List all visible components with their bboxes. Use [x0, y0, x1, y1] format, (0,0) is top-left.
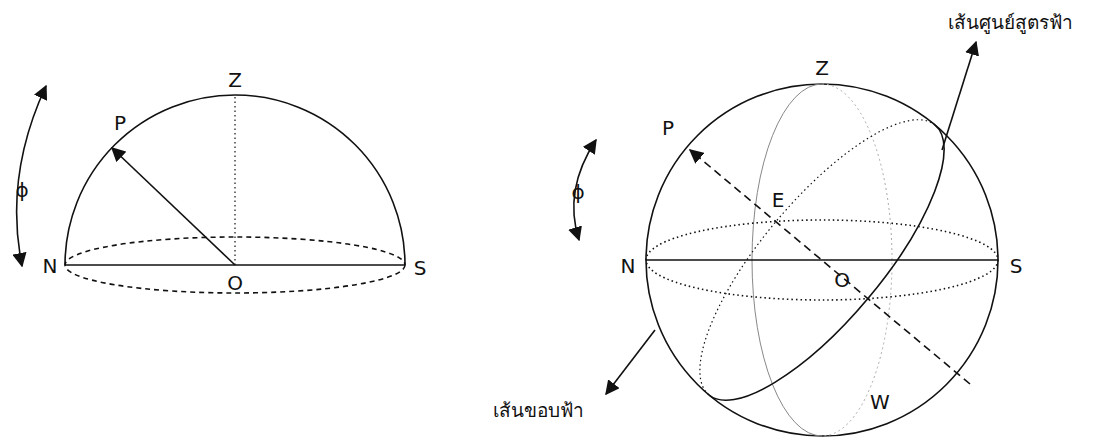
east-label: E — [772, 189, 785, 211]
full-sphere — [574, 42, 998, 436]
half-sphere — [17, 86, 405, 293]
zenith-label: Z — [815, 57, 829, 79]
pole-label: P — [662, 117, 674, 139]
north-label: N — [621, 255, 636, 277]
west-label: W — [870, 391, 890, 413]
pole-axis — [690, 150, 970, 384]
equator-leader — [942, 42, 976, 150]
south-label: S — [1010, 255, 1023, 277]
zenith-label: Z — [228, 69, 242, 91]
north-label: N — [43, 255, 58, 277]
pole-arrow — [112, 148, 235, 265]
south-label: S — [414, 257, 427, 279]
equator-label: เส้นศูนย์สูตรฟ้า — [948, 12, 1073, 33]
center-label: O — [227, 272, 243, 294]
latitude-arrow — [17, 86, 46, 266]
zenith-line — [234, 95, 235, 265]
horizon-label: เส้นขอบฟ้า — [493, 400, 584, 421]
latitude-symbol: ϕ — [571, 181, 584, 203]
sphere-outline — [646, 84, 998, 436]
latitude-symbol: ϕ — [15, 179, 28, 201]
pole-label: P — [114, 112, 126, 134]
horizon-ellipse — [646, 220, 998, 300]
center-label: O — [834, 269, 850, 291]
north-south-line — [646, 259, 998, 261]
horizon-leader — [606, 330, 655, 394]
sky-arc — [65, 95, 405, 265]
